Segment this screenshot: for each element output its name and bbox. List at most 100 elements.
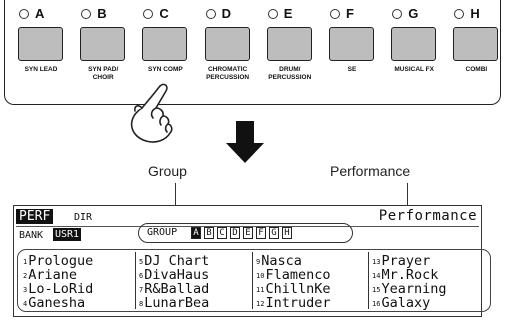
group-label: GROUP [147, 227, 178, 238]
performance-name: Flamenco [265, 267, 331, 283]
performance-item[interactable]: 7R&Ballad [139, 281, 255, 297]
performance-item[interactable]: 15Yearning [372, 281, 488, 297]
group-button-header: H [448, 6, 504, 24]
group-button-header: D [200, 6, 256, 24]
performance-item[interactable]: 6DivaHaus [139, 267, 255, 282]
group-letter: C [159, 6, 169, 21]
performance-name: Prologue [28, 253, 94, 269]
performance-number: 8 [139, 300, 144, 308]
group-cell-f[interactable]: F [256, 227, 266, 239]
group-letter: F [346, 6, 354, 21]
bank-value[interactable]: USR1 [53, 228, 82, 241]
performance-item[interactable]: 12Intruder [256, 295, 372, 311]
performance-number: 16 [372, 300, 381, 308]
performance-number: 9 [256, 258, 261, 266]
group-key[interactable] [329, 27, 374, 61]
performance-number: 15 [372, 286, 381, 294]
group-cell-h[interactable]: H [282, 227, 292, 239]
group-letter: D [221, 6, 231, 21]
performance-item[interactable]: 9Nasca [256, 253, 372, 269]
group-letter: H [470, 6, 480, 21]
performance-number: 5 [139, 258, 144, 266]
group-button-a[interactable]: A SYN LEAD [13, 0, 69, 100]
performance-item[interactable]: 11ChillnKe [256, 281, 372, 296]
group-key-label: CHROMATIC PERCUSSION [206, 66, 250, 81]
group-key-label: SYN LEAD [24, 66, 58, 73]
performance-name: Prayer [381, 253, 431, 269]
performance-name: Ganesha [28, 295, 86, 311]
performance-number: 2 [23, 272, 28, 280]
led-indicator-icon [143, 9, 154, 19]
group-button-header: F [324, 6, 380, 24]
performance-number: 7 [139, 286, 144, 294]
performance-item[interactable]: 13Prayer [372, 253, 488, 269]
group-button-b[interactable]: B SYN PAD/ CHOIR [75, 0, 131, 100]
group-key[interactable] [18, 27, 63, 61]
group-cell-e[interactable]: E [243, 227, 253, 239]
group-key[interactable] [80, 27, 126, 61]
group-callout-label: Group [148, 163, 187, 179]
performance-item[interactable]: 1Prologue [23, 253, 139, 269]
performance-number: 14 [372, 272, 381, 280]
performance-name: DJ Chart [144, 253, 210, 269]
group-key[interactable] [391, 27, 437, 61]
group-callout-line [175, 183, 176, 225]
group-letter: E [283, 6, 293, 21]
group-cell-c[interactable]: C [217, 227, 227, 239]
performance-item[interactable]: 2Ariane [23, 267, 139, 282]
performance-item[interactable]: 4Ganesha [23, 295, 139, 311]
group-cell-a[interactable]: A [191, 227, 201, 239]
group-cell-b[interactable]: B [204, 227, 214, 239]
down-arrow-icon [236, 121, 254, 143]
group-button-header: E [262, 6, 318, 24]
group-key[interactable] [142, 27, 188, 61]
performance-number: 1 [23, 258, 28, 266]
performance-name: Lo-LoRid [28, 281, 94, 297]
performance-item[interactable]: 14Mr.Rock [372, 267, 488, 282]
column-divider [252, 252, 253, 309]
led-indicator-icon [392, 9, 403, 19]
performance-item[interactable]: 3Lo-LoRid [23, 281, 139, 297]
mode-indicator: PERF [16, 209, 54, 224]
bank-label: BANK [19, 230, 44, 241]
group-button-d[interactable]: D CHROMATIC PERCUSSION [200, 0, 256, 100]
performance-name: Intruder [265, 295, 331, 311]
group-key[interactable] [204, 27, 250, 61]
group-letter: B [97, 6, 107, 21]
performance-number: 11 [256, 286, 265, 294]
group-cell-g[interactable]: G [269, 227, 279, 239]
performance-item[interactable]: 10Flamenco [256, 267, 372, 283]
performance-callout-label: Performance [330, 163, 411, 179]
performance-name: R&Ballad [144, 281, 210, 297]
performance-number: 10 [256, 272, 265, 280]
performance-item[interactable]: 5DJ Chart [139, 253, 255, 269]
performance-name: Nasca [261, 253, 302, 269]
lcd-header: PERF DIR Performance [16, 208, 479, 227]
performance-number: 12 [256, 300, 265, 308]
led-indicator-icon [19, 9, 29, 19]
group-key[interactable] [453, 27, 499, 61]
group-cell-d[interactable]: D [230, 227, 240, 239]
down-arrow-head [226, 143, 264, 163]
performance-number: 4 [23, 300, 28, 308]
group-key-label: SYN PAD/ CHOIR [88, 66, 119, 81]
performance-item[interactable]: 16Galaxy [372, 295, 488, 310]
group-button-header: A [13, 6, 69, 24]
performance-item[interactable]: 8LunarBea [139, 295, 255, 311]
group-key[interactable] [266, 27, 312, 61]
performance-name: LunarBea [144, 295, 210, 311]
led-indicator-icon [454, 9, 465, 19]
group-button-header: B [75, 6, 131, 24]
performance-name: Yearning [381, 281, 447, 297]
